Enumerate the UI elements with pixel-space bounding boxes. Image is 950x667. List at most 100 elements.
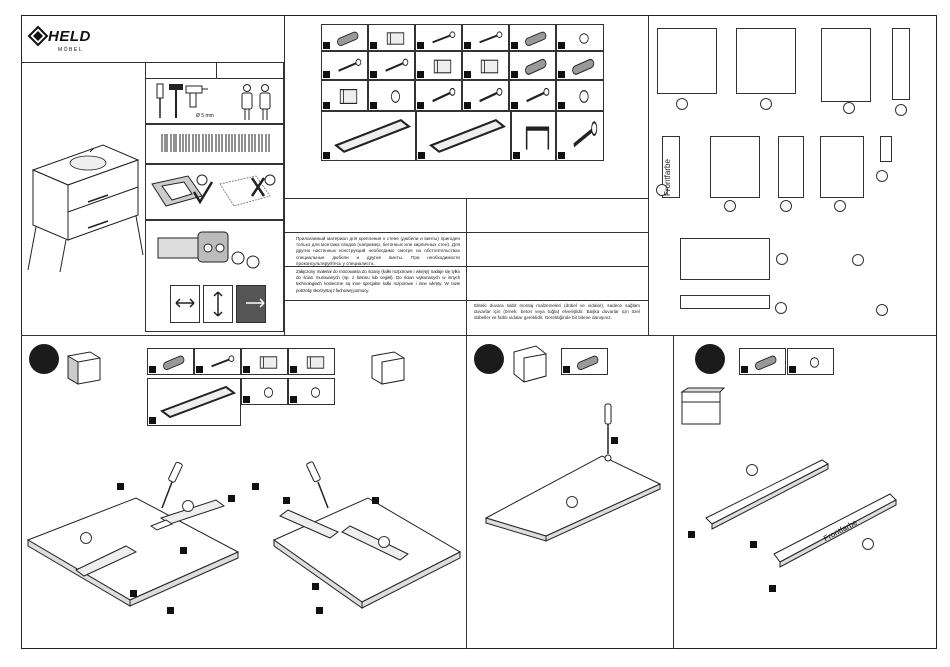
- hardware-part: [321, 80, 368, 111]
- screwdriver-icon: [306, 461, 329, 509]
- drawer-rail-icon: [159, 385, 237, 419]
- panel-part: [657, 28, 717, 94]
- panel-circle: [775, 302, 787, 314]
- hardware-part: [511, 111, 556, 161]
- screw-icon: [211, 355, 235, 368]
- step1-board-left: [26, 497, 240, 607]
- dowel-icon: [337, 31, 359, 47]
- part-marker: [464, 71, 471, 78]
- part-marker: [149, 366, 156, 373]
- step-marker-2: [474, 344, 504, 374]
- part-marker: [511, 71, 518, 78]
- screw-icon: [526, 87, 550, 103]
- hardware-part: [368, 24, 415, 51]
- part-marker: [312, 583, 319, 590]
- bracket-icon: [433, 59, 452, 74]
- part-marker: [558, 152, 565, 159]
- step2-part: [561, 348, 608, 375]
- screwdriver-icon: [156, 83, 164, 118]
- part-marker: [750, 541, 757, 548]
- step1-part: [147, 348, 194, 375]
- bracket-icon: [339, 89, 358, 104]
- person-icon: [241, 84, 253, 120]
- screw-icon: [479, 31, 503, 44]
- screw-icon: [432, 31, 456, 44]
- part-marker: [149, 417, 156, 424]
- screw-icon: [432, 87, 456, 103]
- hinge-adjust-3: [236, 285, 266, 323]
- part-marker: [196, 366, 203, 373]
- arrow-vertical-icon: [213, 291, 223, 317]
- panel-part: [821, 28, 871, 102]
- part-marker: [417, 71, 424, 78]
- step1-part: [288, 348, 335, 375]
- cabinet-illustration: [27, 144, 144, 273]
- drawer-rail-icon: [428, 119, 507, 153]
- divider: [284, 300, 648, 301]
- panel-part: [778, 136, 804, 198]
- part-marker: [283, 497, 290, 504]
- part-marker: [372, 497, 379, 504]
- part-marker: [290, 396, 297, 403]
- step1-carcass-open-icon: [371, 351, 405, 385]
- arrow-horizontal-icon: [175, 298, 195, 308]
- hardware-part: [556, 111, 604, 161]
- part-marker: [769, 585, 776, 592]
- arrow-depth-icon: [246, 298, 265, 308]
- part-marker: [558, 42, 565, 49]
- part-marker: [464, 42, 471, 49]
- hardware-part: [321, 24, 368, 51]
- panel-part: [820, 136, 864, 198]
- dowel-icon: [572, 58, 595, 75]
- part-marker: [417, 102, 424, 109]
- part-marker: [511, 42, 518, 49]
- step1-board-right-circle: [378, 536, 390, 548]
- part-marker: [117, 483, 124, 490]
- screwdriver-icon: [604, 403, 612, 462]
- part-marker: [688, 531, 695, 538]
- hinge-icon: [157, 231, 260, 269]
- hardware-part: [321, 51, 368, 80]
- bracket-icon: [259, 356, 278, 369]
- part-marker: [252, 483, 259, 490]
- step1-part: [147, 378, 241, 426]
- hardware-part: [462, 80, 509, 111]
- hardware-part: [368, 80, 415, 111]
- screw-icon: [479, 87, 503, 103]
- part-marker: [563, 366, 570, 373]
- part-marker: [130, 590, 137, 597]
- hardware-part: [368, 51, 415, 80]
- screwdriver-icon: [161, 461, 183, 509]
- part-marker: [323, 152, 330, 159]
- step3-part: [739, 348, 786, 375]
- part-marker: [418, 152, 425, 159]
- panel-circle: [776, 253, 788, 265]
- part-marker: [228, 495, 235, 502]
- panel-circle: [760, 98, 772, 110]
- hardware-part: [415, 80, 462, 111]
- hardware-part: [462, 24, 509, 51]
- wedge-icon: [809, 357, 820, 368]
- sheet-frame: [21, 15, 937, 649]
- divider: [145, 78, 284, 79]
- panel-circle: [780, 200, 792, 212]
- panel-circle: [876, 170, 888, 182]
- part-marker: [370, 42, 377, 49]
- panel-circle: [724, 200, 736, 212]
- step-marker-3: [695, 344, 725, 374]
- step-marker-1: [29, 344, 59, 374]
- brand-sub: MÖBEL: [58, 47, 84, 53]
- hinge-adjust-1: [170, 285, 200, 323]
- wall-note-polish: Załączony materiał do mocowania do ścian…: [296, 269, 460, 293]
- brand-logo: HELD: [27, 25, 91, 47]
- bracket-icon: [480, 59, 499, 74]
- divider: [216, 62, 217, 78]
- dowel-icon: [163, 355, 185, 371]
- panel-circle: [895, 104, 907, 116]
- step3-panel-circle: [862, 538, 874, 550]
- barcode-box: [145, 124, 284, 164]
- step3-panel-circle: [746, 464, 758, 476]
- panel-part: [710, 136, 760, 198]
- part-marker: [323, 42, 330, 49]
- handle-icon: [525, 126, 550, 150]
